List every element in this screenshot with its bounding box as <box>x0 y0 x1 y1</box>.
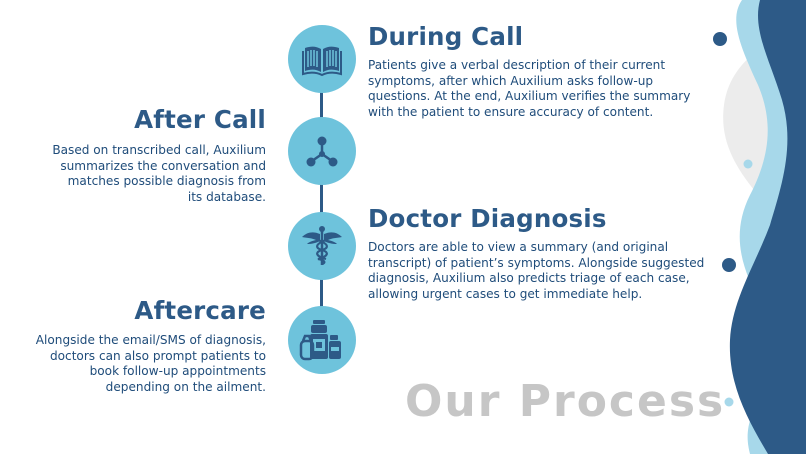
network-nodes-icon <box>306 136 338 167</box>
step-circle-after-call <box>288 117 356 185</box>
dot-light-2 <box>724 397 734 407</box>
description-line: symptoms, after which Auxilium asks foll… <box>368 73 654 88</box>
description-line: allowing urgent cases to get immediate h… <box>368 286 643 301</box>
step-circle-doctor-diagnosis <box>288 212 356 280</box>
medicine-bottles-icon <box>299 320 341 361</box>
dot-dark-2 <box>722 258 736 272</box>
description-line: Patients give a verbal description of th… <box>368 58 666 72</box>
description-line: summarizes the conversation and <box>60 158 266 173</box>
step-title-during-call: During Call <box>368 22 524 51</box>
description-line: its database. <box>187 189 266 204</box>
step-circle-during-call <box>288 25 356 93</box>
dark-blue-wave <box>729 0 806 454</box>
step-description-aftercare: Alongside the email/SMS of diagnosis, do… <box>36 333 266 395</box>
description-line: depending on the ailment. <box>105 379 266 394</box>
step-description-during-call: Patients give a verbal description of th… <box>368 58 690 120</box>
step-title-after-call: After Call <box>134 105 266 134</box>
description-line: Doctors are able to view a summary (and … <box>368 240 669 254</box>
step-title-doctor-diagnosis: Doctor Diagnosis <box>368 204 607 233</box>
description-line: with the patient to ensure accuracy of c… <box>368 104 654 119</box>
description-line: Alongside the email/SMS of diagnosis, <box>35 333 266 347</box>
book-icon <box>302 46 342 77</box>
description-line: transcript) of patient’s symptoms. Along… <box>368 255 705 270</box>
step-description-doctor-diagnosis: Doctors are able to view a summary (and … <box>368 240 704 302</box>
description-line: questions. At the end, Auxilium verifies… <box>368 89 691 103</box>
step-title-aftercare: Aftercare <box>134 296 266 325</box>
description-line: diagnosis, Auxilium also predicts triage… <box>368 271 690 285</box>
dot-light-1 <box>743 159 753 169</box>
slide-title: Our Process <box>405 376 726 427</box>
timeline-connector <box>320 60 323 350</box>
step-circle-aftercare <box>288 306 356 374</box>
caduceus-icon <box>302 226 342 266</box>
description-line: matches possible diagnosis from <box>67 174 266 188</box>
description-line: Based on transcribed call, Auxilium <box>52 143 266 157</box>
dot-dark-1 <box>713 32 727 46</box>
step-description-after-call: Based on transcribed call, Auxilium summ… <box>52 143 266 205</box>
description-line: doctors can also prompt patients to <box>49 348 266 363</box>
description-line: book follow-up appointments <box>89 364 266 378</box>
